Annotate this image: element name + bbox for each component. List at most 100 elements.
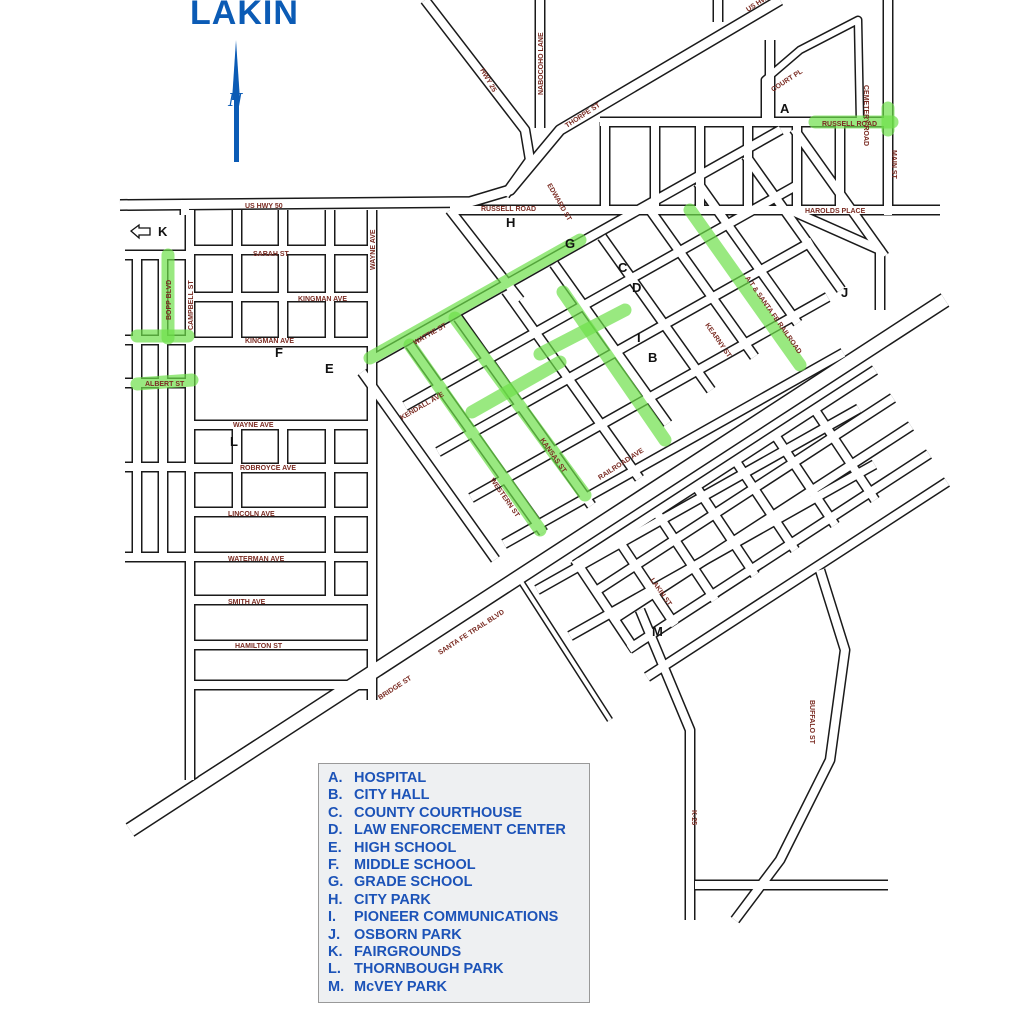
poi-letter-h: H xyxy=(506,215,515,230)
road xyxy=(598,234,715,393)
legend-item: K.FAIRGROUNDS xyxy=(328,944,589,961)
poi-letter-f: F xyxy=(275,345,283,360)
street-label: WAYNE AVE xyxy=(370,229,377,270)
highlighted-routes xyxy=(130,101,899,537)
highlighted-route xyxy=(363,233,587,365)
street-label: BUFFALO ST xyxy=(808,700,815,745)
poi-letter-b: B xyxy=(648,350,657,365)
legend-key: E. xyxy=(328,839,342,856)
legend-key: A. xyxy=(328,770,343,786)
highlighted-route xyxy=(403,338,547,537)
legend-label: HIGH SCHOOL xyxy=(354,839,457,856)
road xyxy=(502,288,643,481)
street-label: K-25 xyxy=(690,810,697,825)
highlighted-route xyxy=(556,285,672,447)
legend-item: H. CITY PARK xyxy=(328,892,589,909)
legend-label: LAW ENFORCEMENT CENTER xyxy=(354,822,566,839)
street-label: SARAH ST xyxy=(253,251,290,258)
legend-item: A. HOSPITAL xyxy=(328,770,589,787)
street-label: WAYNE AVE xyxy=(233,422,274,429)
road xyxy=(535,405,861,594)
road xyxy=(694,180,802,326)
road xyxy=(742,153,845,292)
north-label: N xyxy=(227,89,244,111)
legend-label: HOSPITAL xyxy=(354,770,427,786)
road-fills xyxy=(119,0,950,923)
road xyxy=(590,394,896,597)
legend-key: G. xyxy=(328,874,344,891)
street-label: EDWARD ST xyxy=(545,183,572,224)
legend-item: I.PIONEER COMMUNICATIONS xyxy=(328,909,589,926)
street-label: CAMPBELL ST xyxy=(188,280,195,330)
legend-label: THORNBOUGH PARK xyxy=(354,961,504,978)
legend-label: FAIRGROUNDS xyxy=(354,944,462,961)
road-outline xyxy=(420,0,536,199)
road xyxy=(502,349,846,548)
road xyxy=(421,0,534,198)
highlighted-route xyxy=(683,203,807,372)
street-label: THORPE ST xyxy=(564,102,602,130)
highlighted-route xyxy=(130,373,199,391)
street-label: BRIDGE ST xyxy=(377,675,413,702)
legend-label: OSBORN PARK xyxy=(354,926,462,943)
road xyxy=(571,557,639,653)
street-label: HAROLDS PLACE xyxy=(805,208,866,215)
poi-letter-e: E xyxy=(325,361,334,376)
street-label: US HWY 50 xyxy=(245,203,283,210)
legend-key: J. xyxy=(328,926,341,943)
legend-item: C.COUNTY COURTHOUSE xyxy=(328,805,589,822)
road xyxy=(636,608,694,920)
street-label: SMITH AVE xyxy=(228,599,266,606)
road xyxy=(691,482,759,578)
road xyxy=(611,532,679,628)
street-label: BOPP BLVD xyxy=(166,280,173,320)
legend-key: B. xyxy=(328,787,343,804)
poi-letter-g: G xyxy=(565,236,575,251)
road xyxy=(436,237,815,456)
legend-item: B.CITY HALL xyxy=(328,787,589,804)
legend-item: E. HIGH SCHOOL xyxy=(328,840,589,857)
street-label: LINCOLN AVE xyxy=(228,511,275,518)
left-arrow-icon xyxy=(129,223,151,240)
street-label: RUSSELL ROAD xyxy=(822,121,877,128)
street-label: HAMILTON ST xyxy=(235,643,283,650)
legend-key: I. xyxy=(328,909,337,926)
legend-label: GRADE SCHOOL xyxy=(354,874,473,891)
road xyxy=(403,182,799,410)
street-label: KINGMAN AVE xyxy=(245,338,294,345)
legend-item: G. GRADE SCHOOL xyxy=(328,874,589,891)
street-label: MAIN ST xyxy=(890,150,897,180)
poi-letter-m: M xyxy=(652,624,663,639)
legend-item: M. McVEY PARK xyxy=(328,979,589,996)
legend-key: L. xyxy=(328,961,341,978)
legend-label: CITY PARK xyxy=(354,891,431,908)
road xyxy=(644,478,950,681)
street-label: WATERMAN AVE xyxy=(228,556,285,563)
highlighted-route xyxy=(448,311,592,502)
road xyxy=(518,578,612,722)
poi-letter-d: D xyxy=(632,280,641,295)
legend-label: MIDDLE SCHOOL xyxy=(354,857,476,874)
poi-letter-l: L xyxy=(230,434,238,449)
legend-key: H. xyxy=(328,891,343,908)
road xyxy=(731,457,799,553)
road xyxy=(790,126,888,259)
road xyxy=(731,568,849,923)
street-label: CEMETERY ROAD xyxy=(862,85,869,146)
road xyxy=(626,450,932,653)
highlighted-route xyxy=(533,303,632,361)
road xyxy=(572,366,878,569)
legend-item: J. OSBORN PARK xyxy=(328,927,589,944)
legend-key: D. xyxy=(328,822,343,839)
fairgrounds-pointer: K xyxy=(129,223,168,240)
legend-key: M. xyxy=(328,978,345,995)
street-label: RUSSELL ROAD xyxy=(481,206,536,213)
road xyxy=(651,507,719,603)
legend-label: McVEY PARK xyxy=(354,978,447,995)
map-title: LAKIN xyxy=(190,0,299,32)
legend-key: F. xyxy=(328,857,340,874)
poi-letter-j: J xyxy=(841,285,848,300)
poi-letter-i: I xyxy=(637,330,641,345)
